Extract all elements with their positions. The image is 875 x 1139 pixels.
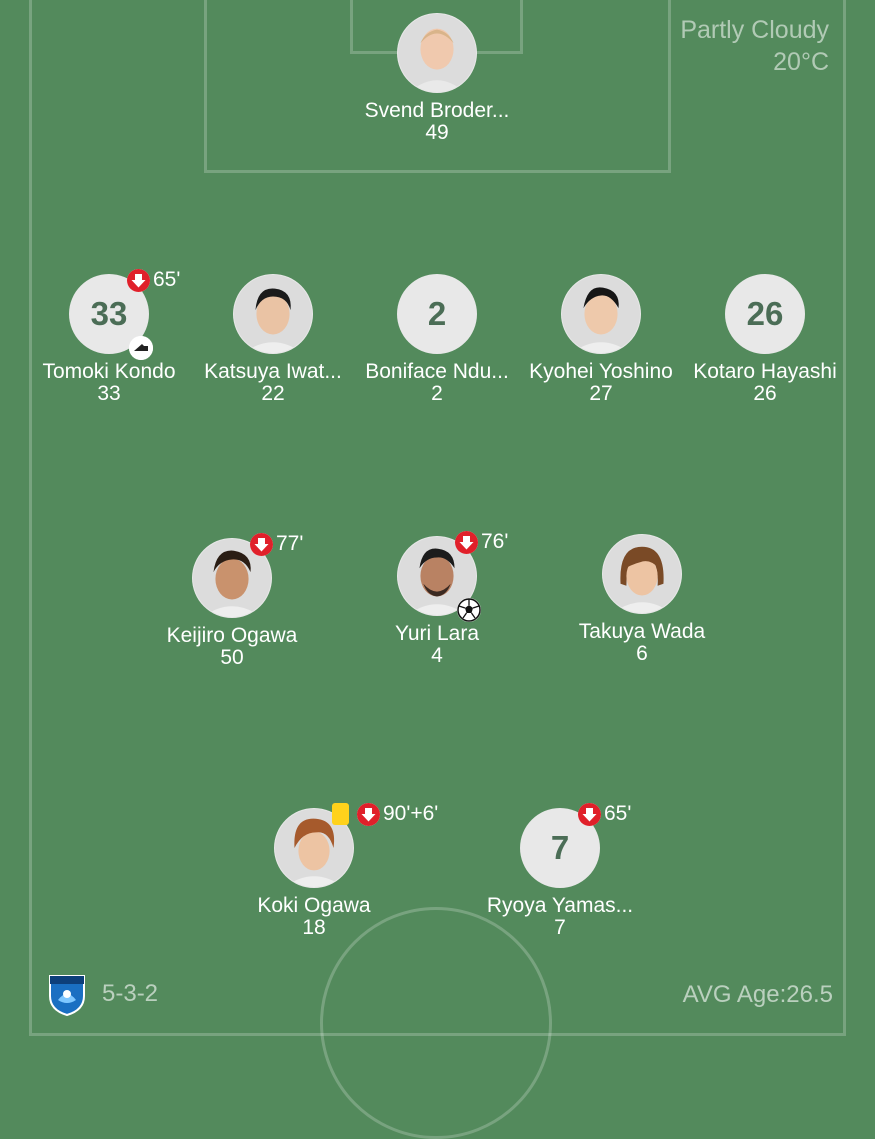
substitution-indicator: 76' (455, 530, 508, 554)
player-m1[interactable]: 77' Keijiro Ogawa 50 (152, 532, 312, 669)
sub-out-icon (250, 532, 273, 556)
player-d2[interactable]: Katsuya Iwat... 22 (193, 274, 353, 405)
player-photo (398, 14, 476, 92)
player-gk[interactable]: Svend Broder... 49 (357, 13, 517, 144)
player-name: Katsuya Iwat... (204, 360, 342, 383)
player-avatar: 26 (725, 274, 805, 354)
player-shirt-number: 6 (636, 642, 648, 665)
avatar-number: 7 (550, 829, 570, 866)
penalty-box (204, 0, 671, 173)
player-avatar: 2 (397, 274, 477, 354)
player-name: Boniface Ndu... (365, 360, 509, 383)
player-name: Kyohei Yoshino (529, 360, 673, 383)
yellow-card-icon (332, 803, 349, 825)
player-photo (603, 535, 681, 613)
sub-minute: 90'+6' (383, 802, 439, 825)
substitution-indicator: 90'+6' (332, 802, 438, 826)
player-shirt-number: 7 (554, 916, 566, 939)
player-f2[interactable]: 7 65' Ryoya Yamas... 7 (480, 802, 640, 939)
player-name: Koki Ogawa (257, 894, 371, 917)
player-name: Keijiro Ogawa (166, 624, 298, 647)
pitch (29, 0, 846, 1139)
assist-boot-icon (129, 336, 153, 360)
sub-out-icon (127, 268, 150, 292)
sub-out-icon (578, 802, 601, 826)
avatar-number: 26 (746, 295, 784, 332)
goal-ball-icon (457, 598, 481, 622)
player-shirt-number: 50 (220, 646, 244, 669)
player-d4[interactable]: Kyohei Yoshino 27 (521, 274, 681, 405)
formation-label: 5-3-2 (102, 980, 159, 1007)
player-d1[interactable]: 33 65' Tomoki Kondo 33 (29, 268, 189, 405)
sub-minute: 77' (276, 532, 304, 555)
player-shirt-number: 22 (261, 382, 285, 405)
player-avatar (233, 274, 313, 354)
player-name: Yuri Lara (394, 622, 480, 645)
avatar-number: 33 (90, 295, 128, 332)
weather-temperature: 20°C (773, 48, 829, 76)
player-f1[interactable]: 90'+6' Koki Ogawa 18 (234, 802, 438, 939)
player-photo (193, 539, 271, 617)
player-avatar (397, 13, 477, 93)
player-photo (234, 275, 312, 353)
player-shirt-number: 2 (431, 382, 443, 405)
player-m2[interactable]: 76' Yuri Lara 4 (357, 530, 517, 667)
team-crest-icon (49, 975, 85, 1016)
team-summary: 5-3-2 (48, 972, 158, 1016)
center-circle (320, 907, 552, 1139)
sub-out-icon (357, 802, 380, 826)
player-avatar: 33 65' (69, 268, 180, 360)
player-shirt-number: 33 (97, 382, 121, 405)
player-photo (562, 275, 640, 353)
sub-minute: 76' (481, 530, 509, 553)
weather-info: Partly Cloudy 20°C (680, 14, 829, 78)
substitution-indicator: 65' (127, 268, 180, 292)
player-name: Tomoki Kondo (42, 360, 176, 383)
average-age: AVG Age:26.5 (682, 981, 833, 1008)
player-name: Kotaro Hayashi (693, 360, 837, 383)
substitution-indicator: 65' (578, 802, 631, 826)
player-shirt-number: 49 (425, 121, 449, 144)
avatar-number: 2 (427, 295, 447, 332)
player-name: Ryoya Yamas... (486, 894, 634, 917)
player-avatar: 7 65' (520, 802, 631, 888)
player-avatar: 77' (192, 532, 303, 618)
weather-condition: Partly Cloudy (680, 16, 829, 44)
player-d5[interactable]: 26 Kotaro Hayashi 26 (685, 274, 845, 405)
player-avatar: 76' (397, 530, 508, 622)
player-shirt-number: 4 (431, 644, 443, 667)
player-d3[interactable]: 2 Boniface Ndu... 2 (357, 274, 517, 405)
substitution-indicator: 77' (250, 532, 303, 556)
player-m3[interactable]: Takuya Wada 6 (562, 534, 722, 665)
player-name: Takuya Wada (578, 620, 706, 643)
sub-minute: 65' (604, 802, 632, 825)
player-avatar (602, 534, 682, 614)
player-avatar: 90'+6' (274, 802, 438, 888)
player-name: Svend Broder... (364, 99, 510, 122)
sub-out-icon (455, 530, 478, 554)
player-shirt-number: 27 (589, 382, 613, 405)
player-shirt-number: 26 (753, 382, 777, 405)
sub-minute: 65' (153, 268, 181, 291)
player-shirt-number: 18 (302, 916, 326, 939)
player-avatar (561, 274, 641, 354)
